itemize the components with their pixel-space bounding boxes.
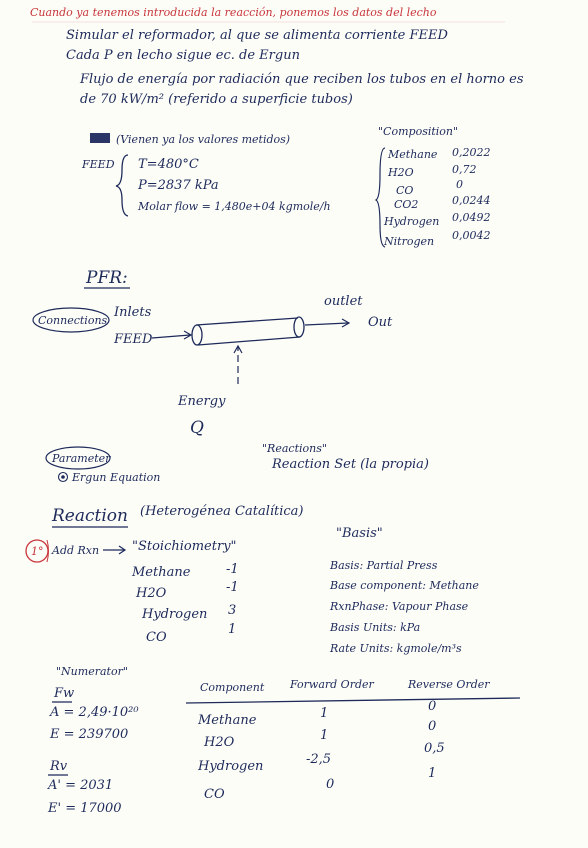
stoich-coef: -1 bbox=[226, 562, 239, 577]
reaction-step: 1° bbox=[31, 545, 44, 558]
outlet-arrow-icon bbox=[304, 322, 349, 326]
pfr-reactor-icon bbox=[191, 316, 305, 346]
basis-item: Base component: Methane bbox=[330, 579, 479, 592]
basis-item: RxnPhase: Vapour Phase bbox=[330, 600, 469, 613]
basis-title: "Basis" bbox=[336, 526, 383, 541]
reverse-e: E' = 17000 bbox=[48, 801, 122, 816]
composition-name: CO2 bbox=[394, 198, 419, 211]
pfr-feed-label: FEED bbox=[114, 332, 153, 347]
inlets-label: Inlets bbox=[114, 305, 152, 320]
composition-name: CO bbox=[396, 184, 414, 197]
energy-label: Energy bbox=[178, 394, 226, 409]
feed-pressure: P=2837 kPa bbox=[138, 178, 219, 193]
parameter-option: Ergun Equation bbox=[72, 471, 161, 484]
table-header: Reverse Order bbox=[408, 678, 490, 691]
table-cell: H2O bbox=[204, 735, 235, 750]
pfr-title: PFR: bbox=[86, 268, 128, 288]
table-cell: 0 bbox=[428, 699, 437, 714]
composition-name: Methane bbox=[388, 148, 438, 161]
feed-inlet-arrow-icon bbox=[151, 334, 191, 339]
feed-note: (Vienen ya los valores metidos) bbox=[116, 133, 291, 146]
composition-value: 0,2022 bbox=[452, 146, 491, 159]
table-cell: 0 bbox=[326, 777, 335, 792]
table-cell: Hydrogen bbox=[198, 759, 264, 774]
feed-temperature: T=480°C bbox=[138, 157, 199, 172]
stoich-name: Hydrogen bbox=[142, 607, 208, 622]
reverse-a: A' = 2031 bbox=[48, 778, 114, 793]
parameter-label: Parameter bbox=[52, 452, 111, 465]
table-header: Component bbox=[200, 681, 265, 694]
connections-oval-icon bbox=[32, 307, 110, 333]
composition-value: 0,72 bbox=[452, 163, 477, 176]
composition-name: Hydrogen bbox=[384, 215, 440, 228]
composition-name: H2O bbox=[388, 166, 414, 179]
reaction-subtitle: (Heterogénea Catalítica) bbox=[140, 504, 304, 519]
table-cell: 1 bbox=[428, 766, 437, 781]
composition-title: "Composition" bbox=[378, 125, 459, 138]
numerator-title: "Numerator" bbox=[56, 665, 128, 678]
feed-label: FEED bbox=[82, 158, 115, 171]
stoich-name: CO bbox=[146, 630, 167, 645]
basis-item: Basis Units: kPa bbox=[330, 621, 421, 634]
stoichiometry-title: "Stoichiometry" bbox=[132, 539, 237, 554]
radio-selected-icon bbox=[57, 471, 69, 483]
add-rxn-label: Add Rxn bbox=[52, 544, 100, 557]
table-cell: 1 bbox=[320, 728, 329, 743]
feed-arrow-icon bbox=[90, 133, 110, 143]
stoich-name: H2O bbox=[136, 586, 167, 601]
header-note: Cuando ya tenemos introducida la reacció… bbox=[30, 6, 437, 19]
table-cell: 1 bbox=[320, 706, 329, 721]
reactions-title: "Reactions" bbox=[262, 442, 327, 455]
reaction-set: Reaction Set (la propia) bbox=[272, 457, 429, 472]
stoich-coef: 1 bbox=[228, 622, 237, 637]
table-cell: Methane bbox=[198, 713, 257, 728]
basis-item: Rate Units: kgmole/m³s bbox=[330, 642, 462, 655]
feed-brace-icon bbox=[115, 154, 129, 217]
table-header-rule bbox=[185, 697, 521, 704]
outlet-label: outlet bbox=[324, 294, 363, 309]
stoich-coef: 3 bbox=[228, 603, 237, 618]
intro-line-3: Flujo de energía por radiación que recib… bbox=[80, 72, 524, 87]
table-header: Forward Order bbox=[290, 678, 374, 691]
intro-line-2: Cada P en lecho sigue ec. de Ergun bbox=[66, 48, 300, 63]
composition-brace-icon bbox=[374, 147, 386, 248]
composition-name: Nitrogen bbox=[384, 235, 435, 248]
q-label: Q bbox=[190, 418, 204, 438]
table-cell: 0,5 bbox=[424, 741, 445, 756]
out-label: Out bbox=[368, 315, 393, 330]
table-cell: CO bbox=[204, 787, 225, 802]
intro-line-1: Simular el reformador, al que se aliment… bbox=[66, 28, 448, 43]
composition-value: 0,0492 bbox=[452, 211, 491, 224]
stoich-coef: -1 bbox=[226, 580, 239, 595]
stoich-name: Methane bbox=[132, 565, 191, 580]
forward-a: A = 2,49·10²⁰ bbox=[50, 705, 139, 720]
connections-label: Connections bbox=[38, 314, 108, 327]
forward-e: E = 239700 bbox=[50, 727, 129, 742]
feed-molar-flow: Molar flow = 1,480e+04 kgmole/h bbox=[138, 200, 331, 213]
composition-value: 0,0244 bbox=[452, 194, 491, 207]
basis-item: Basis: Partial Press bbox=[330, 559, 438, 572]
forward-label: Fw bbox=[54, 686, 75, 701]
composition-value: 0,0042 bbox=[452, 229, 491, 242]
reaction-title: Reaction bbox=[52, 506, 128, 526]
intro-line-4: de 70 kW/m² (referido a superficie tubos… bbox=[80, 92, 353, 107]
parameter-oval-icon bbox=[45, 446, 111, 470]
reverse-label: Rv bbox=[50, 759, 68, 774]
table-cell: -2,5 bbox=[306, 752, 332, 767]
table-cell: 0 bbox=[428, 719, 437, 734]
composition-value: 0 bbox=[456, 178, 463, 191]
